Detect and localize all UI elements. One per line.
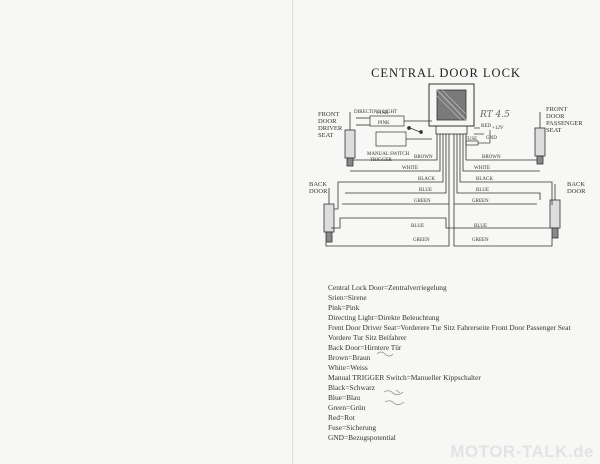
wire-label-pink-1: PINK — [377, 111, 389, 116]
legend-line: Green=Grün — [328, 402, 366, 412]
legend-line: Blue=Blau — [328, 392, 361, 402]
legend-line: Red=Rot — [328, 412, 355, 422]
wire-label-blue-bottom-left: BLUE — [411, 224, 424, 229]
wire-label-blue-left: BLUE — [419, 188, 432, 193]
wire-label-brown-left: BROWN — [414, 155, 433, 160]
wire-label-brown-right: BROWN — [482, 155, 501, 160]
legend-line: Central Lock Door=Zentralverriegelung — [328, 283, 447, 292]
legend-line: Vordere Tur Sitz Beifahrer — [328, 332, 407, 342]
handwritten-note: RT 4.5 — [479, 110, 510, 120]
legend-line: GND=Bezugspotential — [328, 432, 396, 442]
legend-line: Directing Light=Direkte Beleuchtung — [328, 312, 440, 322]
legend-line: Back Door=Hirntere Tür — [328, 342, 402, 352]
legend-line: Fuse=Sicherung — [328, 422, 377, 432]
wire-label-white-left: WHITE — [402, 166, 418, 171]
legend-line: White=Weiss — [328, 362, 368, 372]
actuator-back-right — [549, 184, 561, 239]
front-right-door-label: FRONT DOOR PASSENGER SEAT — [546, 106, 584, 134]
wire-label-green-right: GREEN — [472, 199, 489, 204]
directing-light-label: DIRECTING LIGHT — [354, 110, 397, 115]
wire-label-blue-bottom-right: BLUE — [474, 224, 487, 229]
fuse-label: FUSE — [465, 137, 477, 142]
wire-label-black-right: BLACK — [476, 177, 493, 182]
directing-light-switch — [369, 115, 432, 147]
watermark: MOTOR-TALK.de — [450, 442, 594, 461]
power-wires — [465, 127, 491, 146]
wire-label-black-left: BLACK — [418, 177, 435, 182]
translation-legend: Central Lock Door=Zentralverriegelung Sr… — [328, 283, 598, 443]
wire-label-green-left: GREEN — [414, 199, 431, 204]
wire-label-white-right: WHITE — [474, 166, 490, 171]
wire-label-pink-2: PINK — [378, 121, 390, 126]
legend-line: Srien=Sirene — [328, 292, 367, 302]
legend-line: Brown=Braun — [328, 352, 371, 362]
diagram-title: CENTRAL DOOR LOCK — [371, 66, 521, 80]
manual-switch-label: MANUAL SWITCH — [367, 152, 410, 157]
actuator-front-right — [534, 112, 546, 165]
trigger-label: TRIGGER — [370, 158, 392, 163]
legend-line: Frent Door Driver Seat=Vorderere Tur Sit… — [328, 322, 571, 332]
handwritten-scribbles — [376, 351, 405, 406]
legend-line: Pink=Pink — [328, 302, 360, 312]
actuator-back-left — [323, 188, 335, 243]
control-unit — [428, 83, 475, 135]
wire-label-green-bottom-right: GREEN — [472, 238, 489, 243]
front-left-door-label: FRONT DOOR DRIVER SEAT — [318, 111, 344, 139]
plus12v-label: +12V — [492, 126, 504, 131]
actuator-front-left — [344, 112, 356, 167]
gnd-label: GND — [486, 136, 497, 141]
back-right-door-label: BACK DOOR — [567, 181, 587, 195]
wire-label-green-bottom-left: GREEN — [413, 238, 430, 243]
page-fold-line — [292, 0, 293, 464]
wire-runs — [325, 117, 553, 247]
red-label: RED — [481, 124, 491, 129]
legend-line: Manual TRIGGER Switch=Manueller Kippscha… — [328, 372, 481, 382]
wire-label-blue-right: BLUE — [476, 188, 489, 193]
legend-line: Black=Schwarz — [328, 382, 375, 392]
back-left-door-label: BACK DOOR — [309, 181, 329, 195]
